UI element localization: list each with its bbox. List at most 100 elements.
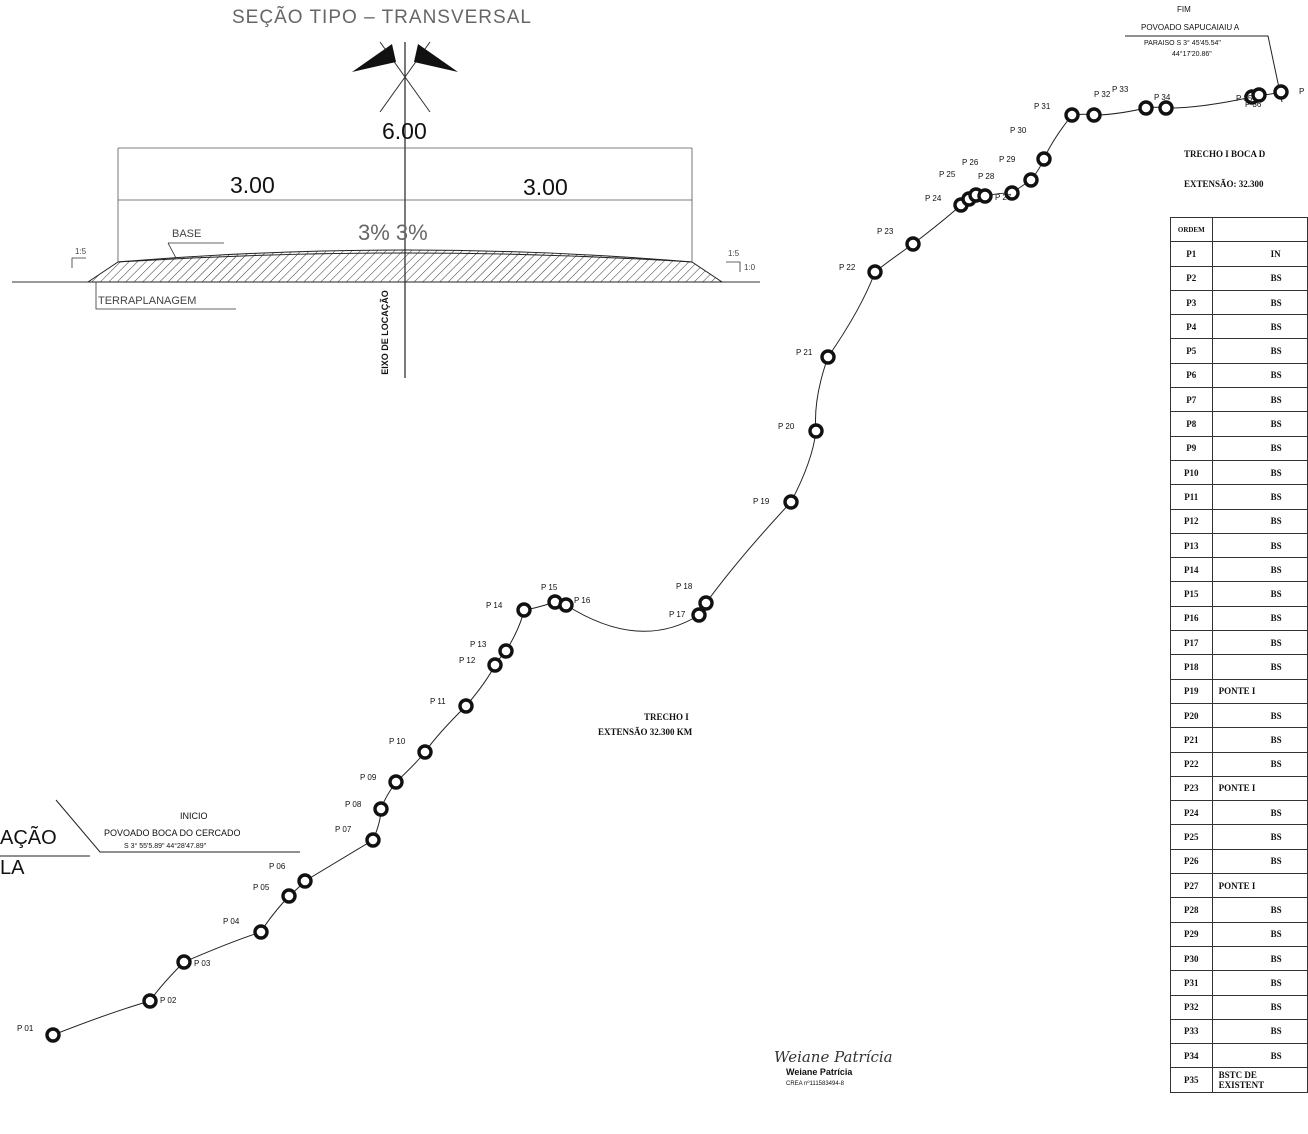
route-point-label: P 13 — [470, 640, 487, 649]
table-cell-order: P7 — [1170, 387, 1213, 413]
route-point-marker — [1036, 151, 1052, 167]
route-point-label: P 35 — [1236, 94, 1253, 103]
end-coords-line-2: 44°17'20.86" — [1172, 51, 1212, 58]
table-cell-order: P9 — [1170, 435, 1213, 461]
table-cell-description: BS — [1211, 532, 1308, 559]
route-point-label: P 15 — [541, 583, 558, 592]
table-cell-order: P19 — [1170, 678, 1213, 704]
table-cell-order: P28 — [1170, 897, 1213, 923]
route-point-marker — [487, 657, 503, 673]
route-point-label: P 19 — [753, 497, 770, 506]
route-point-marker — [558, 597, 574, 613]
table-cell-order: P17 — [1170, 630, 1213, 656]
table-cell-order: P29 — [1170, 921, 1213, 947]
route-point-marker — [1273, 84, 1289, 100]
route-point-marker — [458, 698, 474, 714]
end-place: POVOADO SAPUCAIAIU A — [1141, 23, 1240, 32]
signature-name: Weiane Patrícia — [786, 1067, 853, 1077]
table-cell-order: P21 — [1170, 727, 1213, 753]
route-point-label: P 06 — [269, 862, 286, 871]
route-point-marker — [977, 188, 993, 204]
table-cell-description: BS — [1211, 508, 1308, 534]
route-point-marker — [1158, 100, 1174, 116]
route-point-marker — [1004, 185, 1020, 201]
table-cell-order: P13 — [1170, 532, 1213, 559]
table-cell-order: P32 — [1170, 994, 1213, 1020]
base-label: BASE — [172, 228, 202, 240]
route-point-label: P 10 — [389, 737, 406, 746]
table-cell-description: BS — [1211, 921, 1308, 947]
table-cell-order: P33 — [1170, 1018, 1213, 1045]
start-leader-line — [55, 799, 300, 853]
table-cell-order: P11 — [1170, 484, 1213, 510]
table-cell-description: BS — [1211, 630, 1308, 656]
route-point-label: P 17 — [669, 610, 686, 619]
route-point-marker — [297, 873, 313, 889]
right-slope-ratio-b: 1:0 — [744, 263, 756, 272]
table-cell-order: P16 — [1170, 605, 1213, 632]
table-cell-description: BS — [1211, 727, 1308, 753]
table-cell-order: P20 — [1170, 702, 1213, 729]
table-cell-description: BSTC DE EXISTENT — [1211, 1067, 1308, 1093]
left-cut-text-2: LA — [0, 857, 25, 879]
end-coords-line-1: PARAISO S 3° 45'45.54" — [1144, 40, 1221, 47]
route-point-label: P 21 — [796, 348, 813, 357]
table-cell-description: IN — [1211, 241, 1308, 267]
route-point-label: P 02 — [160, 996, 177, 1005]
signature-crea: CREA nº111583494-8 — [786, 1081, 845, 1087]
total-width-dimension: 6.00 — [382, 118, 427, 144]
route-point-label: P 03 — [194, 959, 211, 968]
route-point-marker — [1251, 87, 1267, 103]
start-place: POVOADO BOCA DO CERCADO — [104, 828, 241, 838]
table-cell-order: P15 — [1170, 581, 1213, 607]
route-point-marker — [281, 888, 297, 904]
route-point-label: P 20 — [778, 422, 795, 431]
route-point-label: P 23 — [877, 227, 894, 236]
route-point-label: P 24 — [925, 194, 942, 203]
route-point-marker — [1086, 107, 1102, 123]
left-slope-ratio: 1:5 — [75, 247, 87, 256]
table-cell-description: BS — [1211, 654, 1308, 680]
table-cell-description: BS — [1211, 289, 1308, 316]
table-cell-order: ORDEM — [1170, 216, 1213, 243]
table-header-row: ORDEM — [1170, 216, 1308, 243]
route-point-label: P 29 — [999, 155, 1016, 164]
table-cell-order: P5 — [1170, 338, 1213, 364]
table-cell-order: P24 — [1170, 800, 1213, 826]
table-cell-description — [1211, 216, 1308, 243]
table-cell-order: P14 — [1170, 557, 1213, 583]
route-point-marker — [1064, 107, 1080, 123]
route-point-label: P 05 — [253, 883, 270, 892]
route-point-label: P 07 — [335, 825, 352, 834]
table-cell-description: PONTE I — [1211, 678, 1308, 704]
table-cell-order: P25 — [1170, 824, 1213, 850]
end-title: FIM — [1177, 5, 1191, 14]
table-cell-order: P12 — [1170, 508, 1213, 534]
trecho-right-title: TRECHO I BOCA D — [1184, 149, 1266, 159]
route-point-label: P 36 — [1245, 100, 1262, 109]
start-coords: S 3° 55'5.89" 44°28'47.89" — [124, 843, 207, 850]
route-point-marker — [498, 643, 514, 659]
